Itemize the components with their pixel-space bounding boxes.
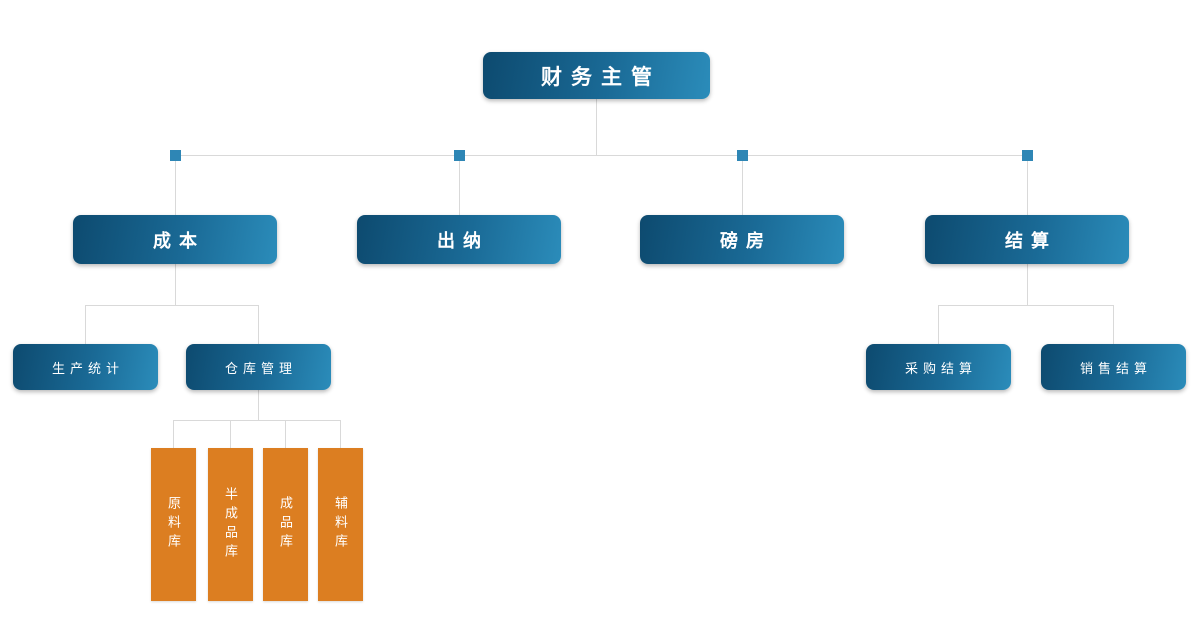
connector-settlement-rail xyxy=(938,305,1113,306)
connector-cost-rail xyxy=(85,305,259,306)
node-cashier: 出纳 xyxy=(357,215,561,264)
connector-level1-rail xyxy=(175,155,1028,156)
node-warehouse-mgmt: 仓库管理 xyxy=(186,344,331,390)
connector-warehouse-down xyxy=(258,390,259,420)
node-purchase-settlement: 采购结算 xyxy=(866,344,1011,390)
connector-semi-finished-drop xyxy=(230,420,231,448)
connector-cashier-drop xyxy=(459,155,460,215)
junction-square xyxy=(454,150,465,161)
node-raw-material-warehouse: 原料库 xyxy=(151,448,196,601)
node-production-stats: 生产统计 xyxy=(13,344,158,390)
junction-square xyxy=(1022,150,1033,161)
connector-finished-goods-drop xyxy=(285,420,286,448)
node-semi-finished-warehouse: 半成品库 xyxy=(208,448,253,601)
connector-production-stats-drop xyxy=(85,305,86,344)
connector-purchase-settlement-drop xyxy=(938,305,939,344)
node-auxiliary-material-warehouse: 辅料库 xyxy=(318,448,363,601)
connector-sales-settlement-drop xyxy=(1113,305,1114,344)
connector-settlement-drop xyxy=(1027,155,1028,215)
node-sales-settlement: 销售结算 xyxy=(1041,344,1186,390)
connector-settlement-down xyxy=(1027,264,1028,305)
connector-root-down xyxy=(596,99,597,155)
node-finance-supervisor: 财务主管 xyxy=(483,52,710,99)
node-cost: 成本 xyxy=(73,215,277,264)
connector-raw-material-drop xyxy=(173,420,174,448)
junction-square xyxy=(170,150,181,161)
node-finished-goods-warehouse: 成品库 xyxy=(263,448,308,601)
connector-cost-down xyxy=(175,264,176,305)
connector-warehouse-mgmt-drop xyxy=(258,305,259,344)
connector-auxiliary-material-drop xyxy=(340,420,341,448)
connector-warehouse-rail xyxy=(173,420,341,421)
node-settlement: 结算 xyxy=(925,215,1129,264)
connector-cost-drop xyxy=(175,155,176,215)
connector-weighbridge-drop xyxy=(742,155,743,215)
node-weighbridge: 磅房 xyxy=(640,215,844,264)
junction-square xyxy=(737,150,748,161)
